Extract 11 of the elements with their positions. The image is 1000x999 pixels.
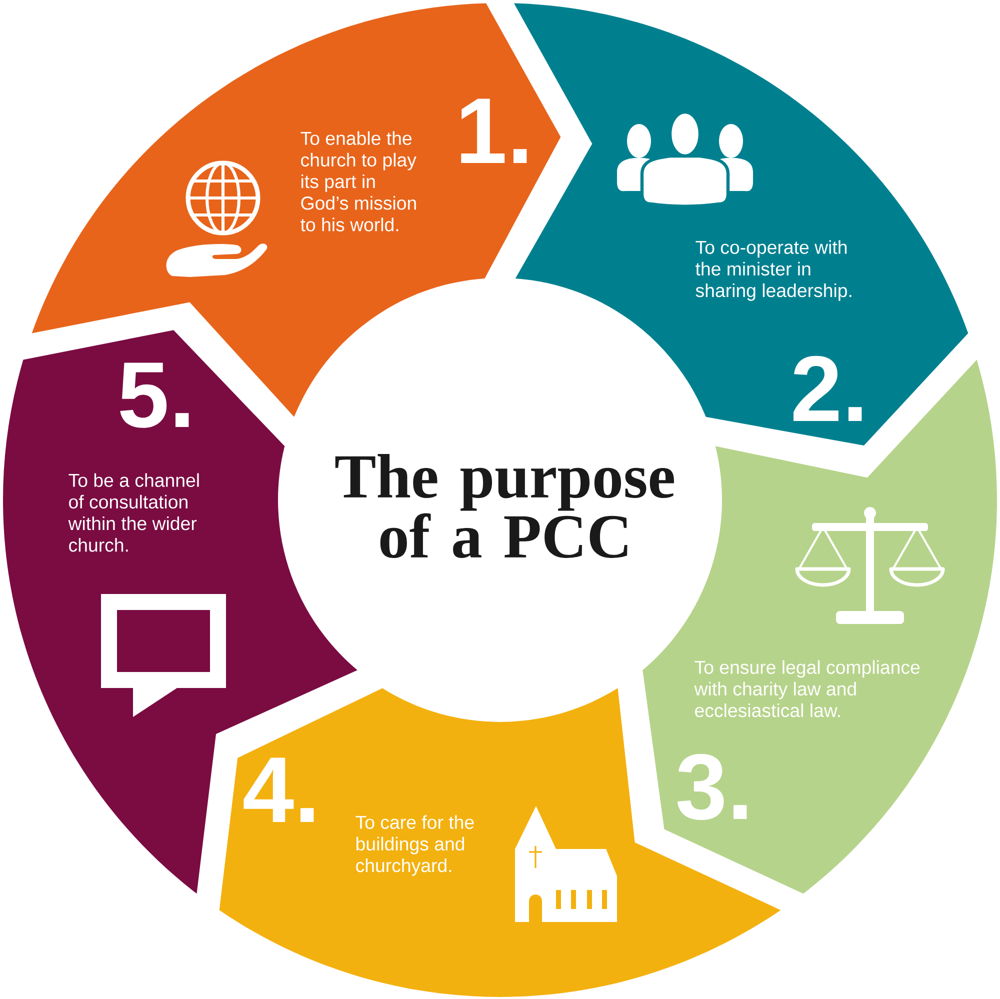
step-number: 5. (120, 362, 189, 428)
description-text: To enable the church to play its part in God’s mission to his world. (300, 131, 416, 232)
description-text: To care for the buildings and churchyard. (356, 815, 474, 876)
title: The purpose of a PCC (335, 454, 674, 558)
step-number: 4. (244, 758, 314, 822)
description-text: To be a channel of consultation within the wider church. (68, 473, 199, 552)
description-text: To co-operate with the minister in sharing leadership. (696, 240, 852, 301)
step-number: 2. (794, 356, 862, 421)
description-text: To ensure legal compliance with charity law and ecclesiastical law. (694, 660, 920, 718)
step-number: 1. (461, 98, 527, 163)
step-number: 3. (677, 754, 747, 820)
